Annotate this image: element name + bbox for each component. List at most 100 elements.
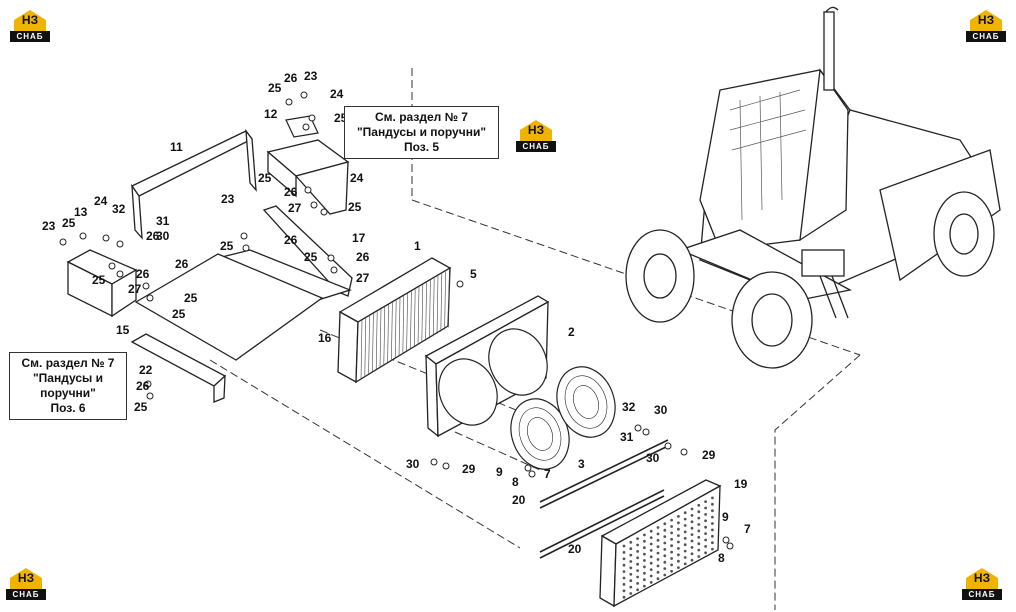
grille-hole (670, 550, 673, 554)
part-15-bar (130, 333, 227, 403)
grille-hole (656, 532, 660, 536)
part-callout-25: 25 (258, 171, 272, 185)
part-24-top-bracket (266, 139, 350, 215)
part-callout-23: 23 (42, 219, 56, 233)
part-callout-25: 25 (184, 291, 198, 305)
part-callout-25: 25 (62, 216, 76, 230)
grille-hole (704, 532, 707, 535)
part-callout-27: 27 (288, 201, 302, 215)
grille-hole (622, 589, 626, 593)
radiator-fin (440, 273, 443, 332)
grille-hole (649, 568, 653, 571)
grille-hole (711, 528, 714, 532)
grille-hole (711, 522, 714, 525)
part-callout-29: 29 (462, 462, 476, 476)
logo-house-icon (14, 10, 46, 32)
radiator-fin (421, 284, 424, 343)
part-callout-32: 32 (622, 400, 636, 414)
grille-hole (629, 540, 633, 544)
grille-hole (697, 503, 701, 507)
radiator-fin (432, 278, 435, 337)
grille-hole (663, 573, 667, 577)
note-line: См. раздел № 7 (21, 356, 115, 370)
radiator-fin (444, 271, 446, 330)
grille-hole (670, 569, 673, 573)
grille-hole (649, 549, 653, 552)
grille-hole (711, 502, 714, 506)
radiator-fin (425, 282, 427, 341)
logo-sub: СНАБ (516, 141, 556, 152)
grille-hole (622, 557, 626, 561)
radiator-fin (436, 275, 439, 335)
grille-hole (636, 569, 639, 572)
grille-hole (704, 551, 707, 555)
grille-hole (697, 555, 701, 558)
part-callout-26: 26 (356, 250, 370, 264)
part-callout-30: 30 (406, 457, 420, 471)
brand-logo-top-right: НЗ СНАБ (966, 8, 1006, 42)
grille-hole (670, 544, 673, 548)
grille-hole (683, 524, 687, 527)
grille-hole (697, 542, 701, 546)
grille-hole (670, 563, 673, 567)
grille-hole (643, 584, 646, 588)
grille-hole (677, 566, 680, 569)
part-callout-24: 24 (330, 87, 344, 101)
part-callout-25: 25 (268, 81, 282, 95)
grille-hole (636, 562, 639, 566)
logo-mark: НЗ (973, 571, 991, 585)
part-callout-2: 2 (568, 325, 575, 339)
note-line: Поз. 6 (50, 401, 86, 415)
reference-note-pos-6: См. раздел № 7 "Пандусы и поручни" Поз. … (9, 352, 127, 420)
grille-hole (670, 525, 673, 528)
part-callout-11: 11 (170, 140, 183, 154)
grille-hole (629, 547, 633, 551)
brand-logo-bottom-left: НЗ СНАБ (6, 566, 46, 600)
grille-hole (643, 559, 646, 562)
grille-hole (656, 538, 660, 542)
grille-hole (656, 526, 660, 529)
grille-hole (677, 534, 680, 537)
part-callout-29: 29 (702, 448, 716, 462)
radiator-fin (375, 311, 378, 370)
radiator-fin (387, 304, 389, 363)
radiator-fin (417, 286, 420, 346)
part-callout-5: 5 (470, 267, 477, 281)
part-callout-25: 25 (220, 239, 234, 253)
part-callout-15: 15 (116, 323, 130, 337)
logo-mark: НЗ (977, 13, 995, 27)
grille-hole (629, 566, 633, 570)
grille-hole (711, 534, 714, 538)
part-callout-31: 31 (620, 430, 634, 444)
grille-hole (690, 533, 694, 536)
part-callout-16: 16 (318, 331, 332, 345)
part-callout-25: 25 (304, 250, 318, 264)
logo-sub: СНАБ (10, 31, 50, 42)
part-11-bracket (131, 128, 257, 240)
note-line: "Пандусы и поручни" (356, 125, 487, 139)
reference-note-pos-5: См. раздел № 7 "Пандусы и поручни" Поз. … (344, 106, 499, 159)
grille-hole (677, 527, 680, 531)
grille-hole (704, 525, 707, 529)
note-line: "Пандусы и (32, 371, 103, 385)
grille-hole (649, 561, 653, 565)
grille-hole (643, 571, 646, 575)
grille-hole (636, 537, 639, 540)
grille-hole (636, 550, 639, 553)
grille-hole (677, 559, 680, 563)
radiator-fin (394, 300, 397, 359)
grille-hole (622, 583, 626, 586)
grille-hole (663, 560, 667, 564)
radiator-fin (402, 295, 405, 354)
radiator-fin (391, 302, 393, 361)
grille-hole (711, 541, 714, 545)
grille-hole (649, 536, 653, 539)
grille-hole (663, 535, 667, 538)
part-callout-31: 31 (156, 214, 170, 228)
grille-hole (643, 539, 646, 543)
radiator-fin (413, 289, 416, 348)
part-callout-26: 26 (284, 185, 298, 199)
grille-hole (690, 526, 694, 530)
grille-hole (697, 510, 701, 514)
part-callout-25: 25 (348, 200, 362, 214)
